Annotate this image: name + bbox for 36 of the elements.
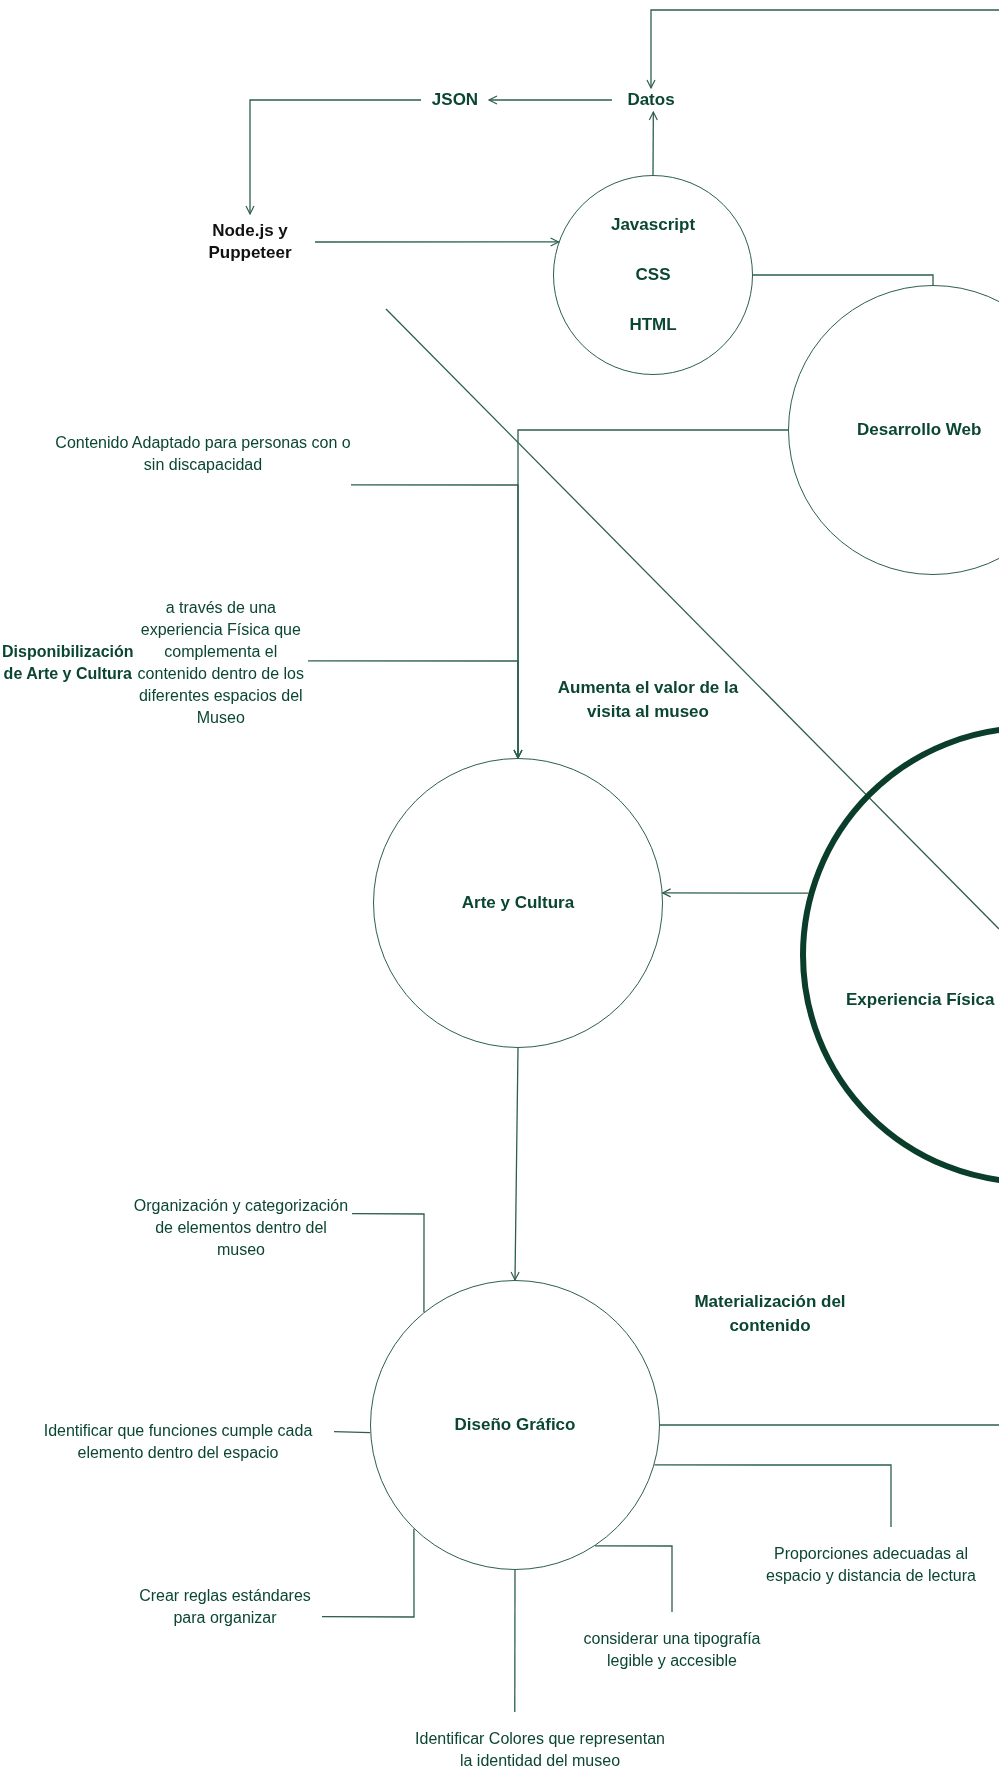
node-label: HTML (629, 314, 677, 336)
annotation-text: Crear reglas estándares para organizar (128, 1570, 322, 1644)
arrow (648, 111, 658, 176)
note-text: Aumenta el valor de la visita al museo (556, 677, 740, 723)
annotation-text: Disponibilización de Arte y Cultura a través de una experiencia Física que complementa el contenido dentro de los diferentes espacios del Museo (2, 585, 308, 740)
node-label: Desarrollo Web (857, 419, 982, 441)
arrow (307, 660, 523, 759)
node-label: Diseño Gráfico (454, 1414, 576, 1436)
node-label: Arte y Cultura (461, 892, 575, 914)
arrow (245, 99, 422, 215)
arrow (314, 237, 560, 247)
arrow (646, 9, 999, 89)
connector-line (514, 1569, 516, 1713)
node-label: Javascript (610, 214, 696, 236)
connector-line (659, 1424, 999, 1426)
node-label: Experiencia Física (846, 989, 995, 1011)
arrow (662, 888, 810, 898)
annotation-text: Identificar Colores que representan la identidad del museo (410, 1712, 670, 1788)
note-text: Materialización del contenido (693, 1291, 847, 1337)
annotation-text: Identificar que funciones cumple cada elemento dentro del espacio (22, 1405, 334, 1479)
node-label: Node.js y Puppeteer (185, 214, 315, 270)
node-label: CSS (635, 264, 671, 286)
node-label: JSON (421, 88, 489, 112)
connector-line (351, 1212, 425, 1313)
arrow (510, 1047, 520, 1281)
annotation-text: considerar una tipografía legible y accesible (568, 1612, 776, 1688)
connector-line (653, 1464, 892, 1528)
connector-line (321, 1528, 415, 1618)
annotation-text: Contenido Adaptado para personas con o sin discapacidad (55, 418, 351, 490)
connector-line (752, 274, 934, 286)
arrow (488, 95, 613, 105)
connector-line (333, 1431, 371, 1434)
annotation-text: Organización y categorización de elementos dentro del museo (130, 1180, 352, 1276)
node-label: Datos (612, 88, 690, 112)
annotation-text: Proporciones adecuadas al espacio y distancia de lectura (746, 1527, 996, 1603)
connector-line (594, 1545, 673, 1613)
